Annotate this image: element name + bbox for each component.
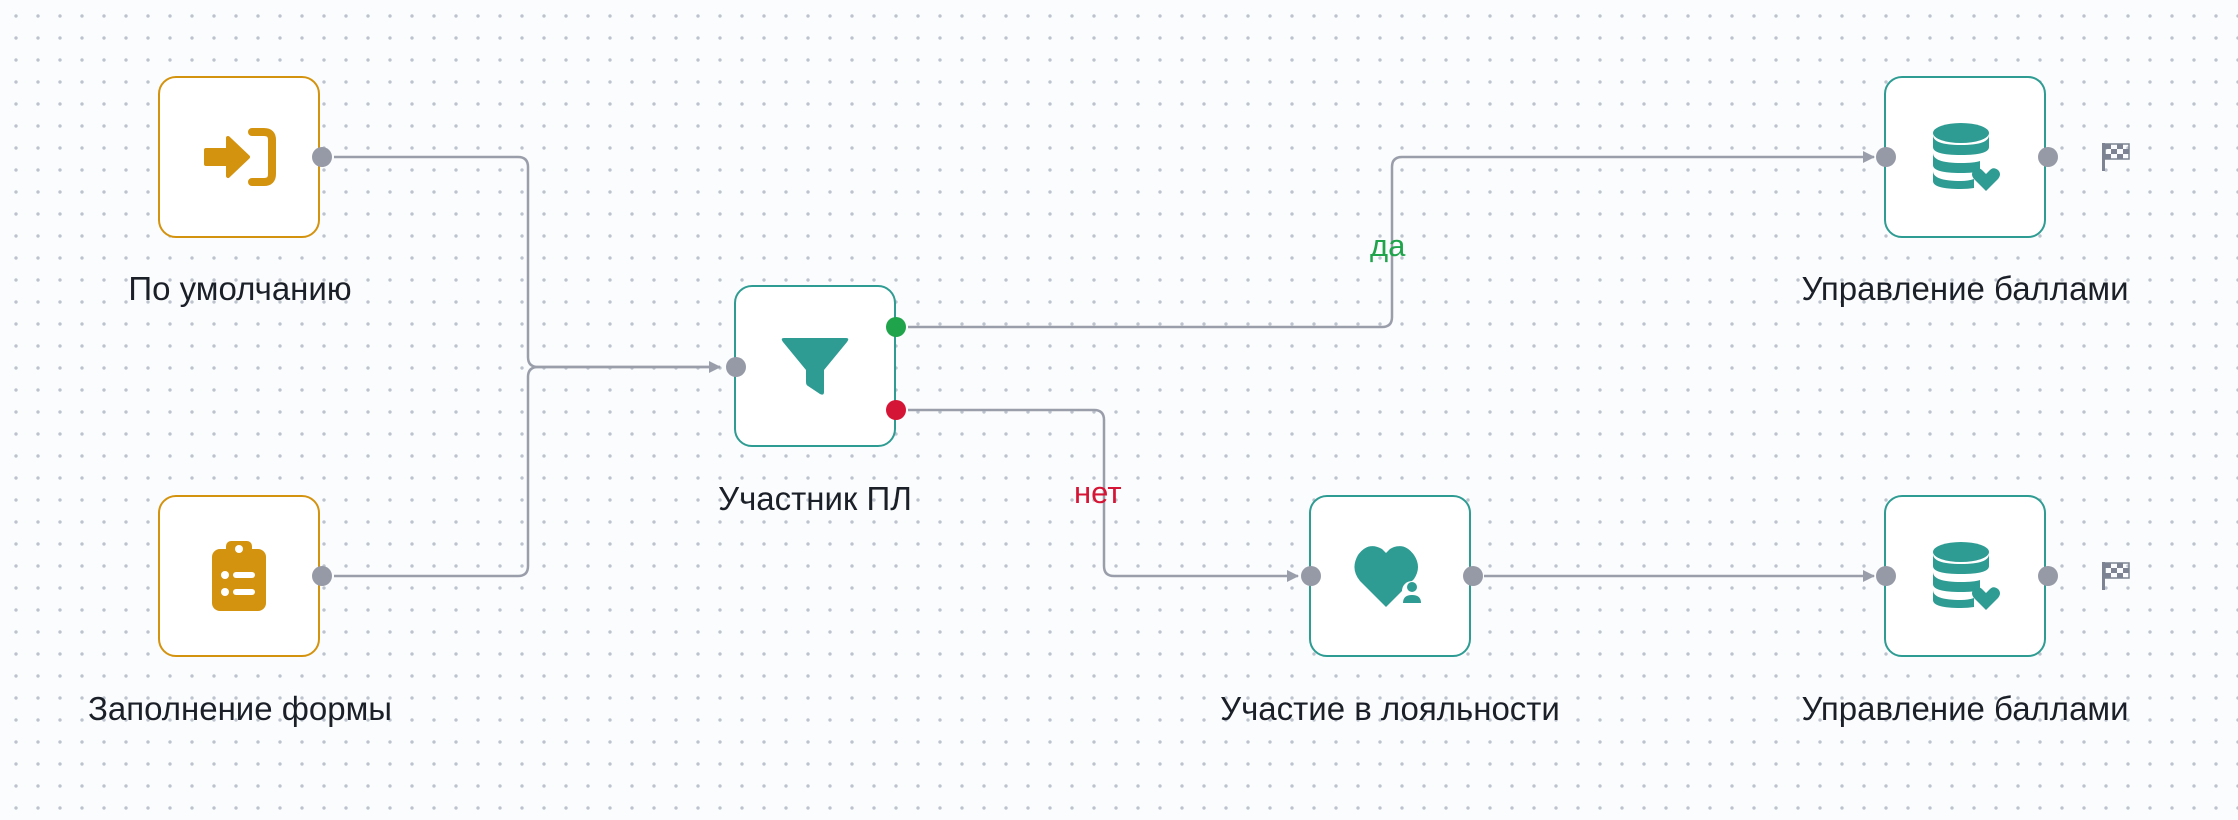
node-filter-input-port[interactable] [726, 357, 746, 377]
node-loyalty-participation[interactable] [1309, 495, 1471, 657]
edge-yes[interactable] [908, 151, 1875, 329]
edge-default-to-filter[interactable] [334, 155, 721, 373]
database-heart-icon [1933, 123, 2000, 191]
edge-form-to-filter[interactable] [334, 365, 720, 578]
node-filter-no-port[interactable] [886, 400, 906, 420]
node-form-fill[interactable] [158, 495, 320, 657]
node-points-bottom-output-port[interactable] [2038, 566, 2058, 586]
node-form-label: Заполнение формы [87, 690, 393, 727]
node-loyalty-output-port[interactable] [1463, 566, 1483, 586]
edge-yes-label: да [1370, 228, 1406, 263]
checkered-flag-icon [2098, 559, 2132, 598]
node-points-top[interactable] [1884, 76, 2046, 238]
node-filter-label: Участник ПЛ [718, 480, 912, 517]
clipboard-list-icon [212, 541, 266, 611]
node-filter-participant[interactable] [734, 285, 896, 447]
node-form-output-port[interactable] [312, 566, 332, 586]
node-points-bottom-label: Управление баллами [1801, 690, 2129, 727]
node-points-top-input-port[interactable] [1876, 147, 1896, 167]
node-points-top-label: Управление баллами [1801, 270, 2129, 307]
heart-user-icon [1354, 546, 1422, 607]
edge-no-label: нет [1074, 475, 1122, 510]
node-loyalty-label: Участие в лояльности [1220, 690, 1560, 727]
node-default-output-port[interactable] [312, 147, 332, 167]
node-points-bottom[interactable] [1884, 495, 2046, 657]
database-heart-icon [1933, 542, 2000, 610]
node-default-start[interactable] [158, 76, 320, 238]
node-filter-yes-port[interactable] [886, 317, 906, 337]
checkered-flag-icon [2098, 140, 2132, 179]
node-default-label: По умолчанию [128, 270, 352, 307]
node-points-top-output-port[interactable] [2038, 147, 2058, 167]
enter-icon [204, 128, 276, 186]
funnel-filter-icon [781, 338, 849, 395]
edge-no[interactable] [908, 408, 1299, 582]
node-loyalty-input-port[interactable] [1301, 566, 1321, 586]
node-points-bottom-input-port[interactable] [1876, 566, 1896, 586]
